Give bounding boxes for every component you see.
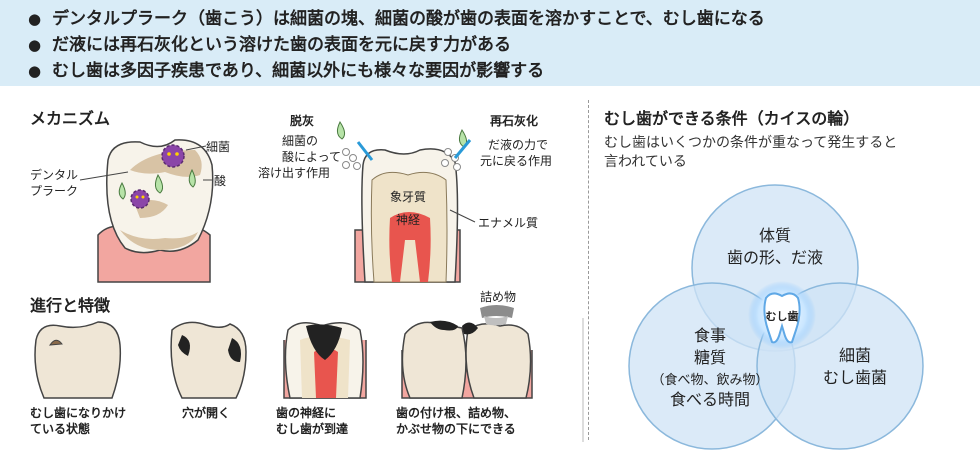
constitution-label: 体質 <box>758 226 791 245</box>
acid-label: 酸 <box>214 174 227 188</box>
acid-drop-icon <box>336 121 346 140</box>
bacteria-circle-label: 細菌 <box>838 346 871 365</box>
caption-hole: 穴が開く <box>182 406 231 420</box>
diet-detail: （食べ物、飲み物） <box>651 373 769 388</box>
nerve-label: 神経 <box>396 213 421 227</box>
remineralization-desc: 元に戻る作用 <box>480 154 553 168</box>
progression-tooth-early <box>34 321 122 399</box>
demineralization-desc: 酸によって <box>282 150 342 164</box>
bacteria-icon <box>161 144 185 168</box>
filling-label: 詰め物 <box>480 290 517 304</box>
progression-tooth-nerve <box>283 322 367 399</box>
caption-early: むし歯になりかけ <box>30 406 127 420</box>
section-divider <box>588 100 589 440</box>
bacteria-circle-detail: むし歯菌 <box>822 368 887 387</box>
progression-tooth-root <box>401 320 533 399</box>
caries-center-label: むし歯 <box>765 310 799 323</box>
keyes-venn-diagram <box>628 184 924 450</box>
bacteria-label: 細菌 <box>206 140 231 154</box>
acid-drop-icon <box>118 181 126 200</box>
summary-point: むし歯は多因子疾患であり、細菌以外にも様々な要因が影響する <box>28 58 980 84</box>
keyes-title: むし歯ができる条件（カイスの輪） <box>604 109 860 128</box>
keyes-desc: むし歯はいくつかの条件が重なって発生すると <box>604 135 898 151</box>
diet-detail: 食べる時間 <box>669 390 750 409</box>
caption-nerve: むし歯が到達 <box>276 422 349 436</box>
plaque-tooth-illustration <box>97 139 214 283</box>
filling-icon <box>480 305 514 326</box>
summary-banner: デンタルプラーク（歯こう）は細菌の塊、細菌の酸が歯の表面を溶かすことで、むし歯に… <box>0 0 980 86</box>
demineralization-arrow-icon <box>356 141 374 161</box>
bacteria-icon <box>130 189 150 209</box>
plaque-label-line2: プラーク <box>30 184 79 198</box>
remineralization-arrow-icon <box>453 139 472 159</box>
acid-drop-icon <box>154 173 164 194</box>
caption-nerve: 歯の神経に <box>276 406 337 420</box>
summary-point: デンタルプラーク（歯こう）は細菌の塊、細菌の酸が歯の表面を溶かすことで、むし歯に… <box>28 6 980 32</box>
leader-line <box>449 209 476 223</box>
dentin-label: 象牙質 <box>390 190 427 204</box>
leader-line <box>185 145 207 151</box>
remineralization-desc: だ液の力で <box>488 138 549 152</box>
tooth-cross-section <box>354 148 461 283</box>
keyes-desc: 言われている <box>604 154 687 170</box>
caption-root: 歯の付け根、詰め物、 <box>396 406 517 420</box>
summary-point: だ液には再石灰化という溶けた歯の表面を元に戻す力がある <box>28 32 980 58</box>
caption-early: ている状態 <box>30 422 91 436</box>
plaque-label-line1: デンタル <box>30 168 79 182</box>
caption-root: かぶせ物の下にできる <box>396 422 516 436</box>
diet-label: 食事 <box>693 326 726 345</box>
progression-tooth-hole <box>170 321 247 399</box>
demineralization-title: 脱灰 <box>290 114 315 128</box>
mechanism-title: メカニズム <box>30 109 111 128</box>
acid-drop-icon <box>188 168 196 188</box>
tooth-icon <box>763 292 801 344</box>
progression-title: 進行と特徴 <box>30 296 111 315</box>
constitution-detail: 歯の形、だ液 <box>726 248 823 267</box>
remineralization-title: 再石灰化 <box>490 114 539 128</box>
leader-line <box>79 171 129 181</box>
demineralization-desc: 溶け出す作用 <box>258 166 331 180</box>
demineralization-desc: 細菌の <box>282 134 319 148</box>
diet-detail: 糖質 <box>693 348 726 367</box>
enamel-label: エナメル質 <box>478 216 539 230</box>
